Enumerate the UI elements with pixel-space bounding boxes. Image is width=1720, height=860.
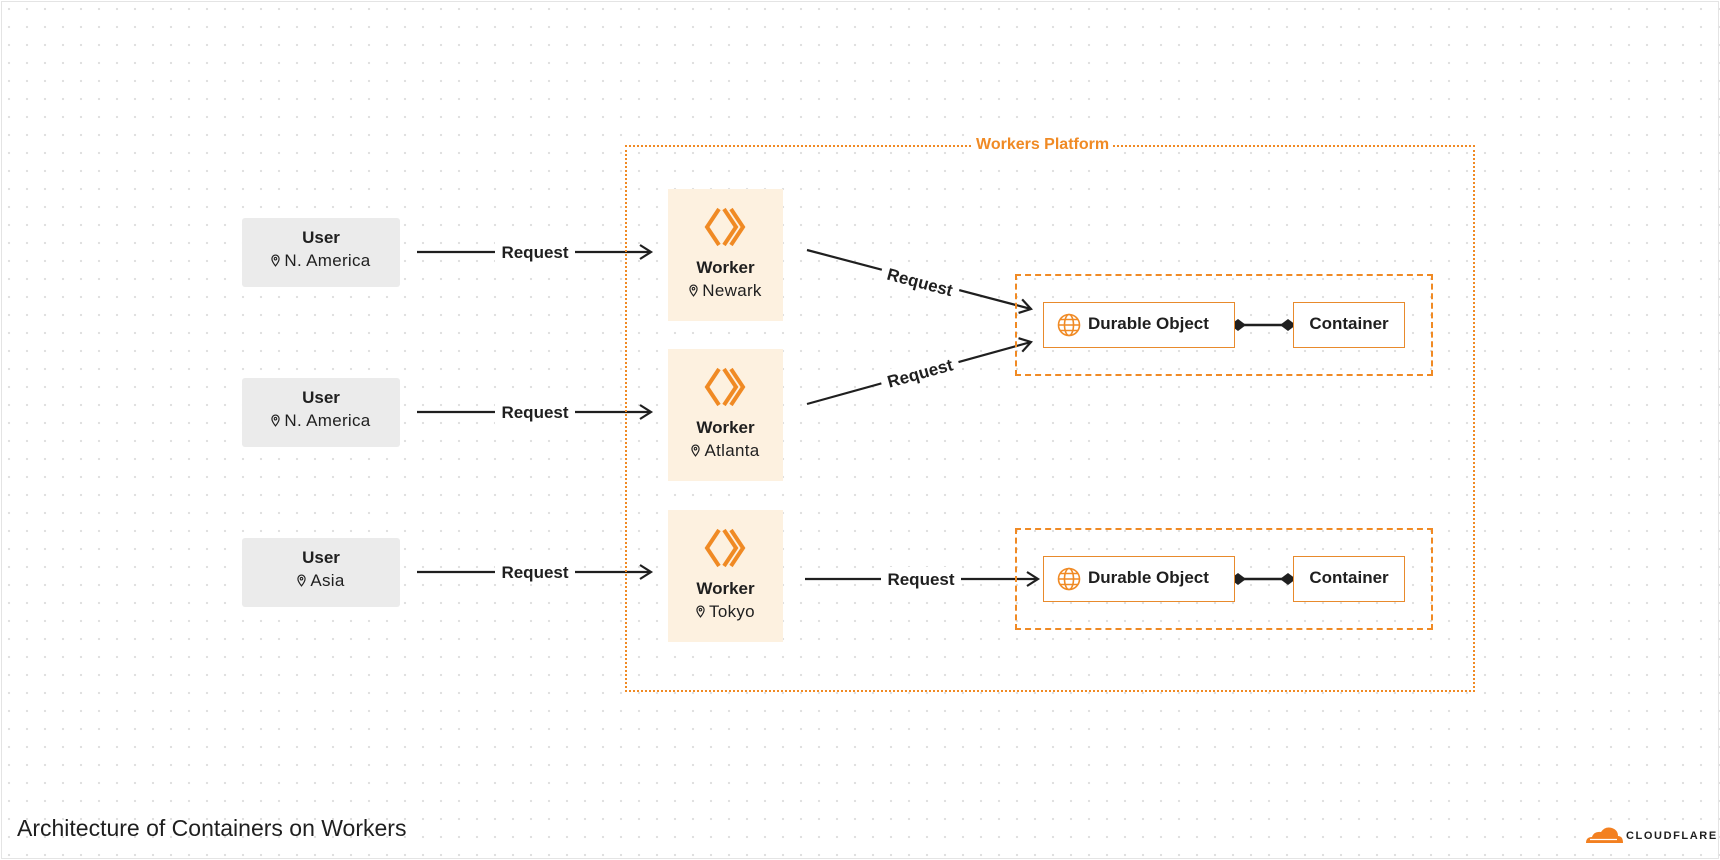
pin-icon [696, 605, 705, 618]
worker-title: Worker [696, 418, 755, 437]
svg-text:Request: Request [501, 563, 568, 582]
worker-node[interactable]: Worker Atlanta [668, 349, 783, 481]
durable-object-group [1015, 528, 1433, 630]
globe-icon [1057, 313, 1081, 337]
worker-location-text: Atlanta [704, 441, 760, 460]
worker-location: Newark [668, 279, 783, 303]
pin-icon [689, 284, 698, 297]
svg-text:Request: Request [501, 243, 568, 262]
worker-node[interactable]: Worker Newark [668, 189, 783, 321]
durable-object-node[interactable]: Durable Object [1043, 556, 1235, 602]
durable-object-node[interactable]: Durable Object [1043, 302, 1235, 348]
worker-location-text: Tokyo [709, 602, 755, 621]
pin-icon [271, 254, 281, 267]
pin-icon [691, 444, 701, 457]
edge-label-6: Request [881, 567, 961, 591]
worker-title: Worker [696, 579, 755, 598]
workers-logo-icon [704, 207, 745, 247]
workers-logo-icon [704, 367, 745, 407]
edge-label-1: Request [495, 240, 575, 264]
user-node[interactable]: User N. America [242, 378, 400, 447]
user-title: User [302, 388, 340, 407]
user-location: Asia [242, 569, 400, 593]
user-title: User [302, 548, 340, 567]
worker-location: Atlanta [668, 439, 783, 463]
user-location: N. America [242, 409, 400, 433]
user-location: N. America [242, 249, 400, 273]
container-label: Container [1309, 568, 1389, 587]
workers-platform-label: Workers Platform [972, 134, 1114, 156]
edge-label-3: Request [495, 560, 575, 584]
brand-wordmark: CLOUDFLARE [1626, 830, 1718, 842]
worker-title: Worker [696, 258, 755, 277]
worker-location: Tokyo [668, 600, 783, 624]
worker-node[interactable]: Worker Tokyo [668, 510, 783, 642]
workers-logo-icon [704, 528, 745, 568]
diagram-title: Architecture of Containers on Workers [17, 815, 407, 841]
container-node[interactable]: Container [1293, 302, 1405, 348]
globe-icon [1057, 567, 1081, 591]
durable-object-label: Durable Object [1088, 568, 1209, 587]
user-location-text: Asia [310, 571, 345, 590]
user-location-text: N. America [284, 251, 371, 270]
user-node[interactable]: User N. America [242, 218, 400, 287]
user-title: User [302, 228, 340, 247]
pin-icon [297, 574, 307, 587]
worker-location-text: Newark [702, 281, 762, 300]
container-label: Container [1309, 314, 1389, 333]
container-node[interactable]: Container [1293, 556, 1405, 602]
durable-object-label: Durable Object [1088, 314, 1209, 333]
svg-text:Request: Request [887, 570, 954, 589]
edge-label-2: Request [495, 400, 575, 424]
user-node[interactable]: User Asia [242, 538, 400, 607]
pin-icon [271, 414, 281, 427]
durable-object-group [1015, 274, 1433, 376]
user-location-text: N. America [284, 411, 371, 430]
cloudflare-cloud-icon [1586, 827, 1623, 843]
svg-text:Request: Request [501, 403, 568, 422]
